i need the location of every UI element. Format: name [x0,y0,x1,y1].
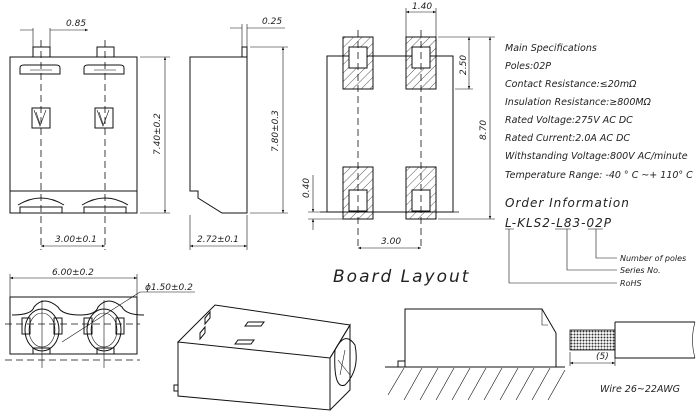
spec-line: Rated Current:2.0A AC DC [505,133,630,144]
specifications: Main Specifications Poles:02P Contact Re… [505,43,693,181]
spec-line: Temperature Range: -40 ° C ~+ 110° C [505,170,693,181]
wire-label: Wire 26~22AWG [600,384,680,395]
dim-front-pitch: 3.00±0.1 [55,235,97,245]
order-legend-series: Series No. [620,266,661,275]
stripped-wire [569,329,616,351]
spec-line: Insulation Resistance:≥800MΩ [505,97,652,108]
specs-title: Main Specifications [505,43,597,54]
dim-front-height: 7.40±0.2 [153,113,163,155]
dim-hole-diameter: ϕ1.50±0.2 [145,283,193,293]
wire-insulation [614,321,695,359]
isometric-view [173,304,357,411]
order-code: L-KLS2-L83-02P [505,216,612,230]
dim-pad-width: 1.40 [412,2,432,12]
dim-pad-length: 2.50 [459,55,469,75]
dim-side-depth: 2.72±0.1 [197,235,239,245]
side-view: 0.25 7.80±0.3 2.72±0.1 [189,17,288,250]
order-title: Order Information [505,196,630,210]
board-layout-title: Board Layout [333,267,470,287]
board-layout: 1.40 2.50 8.70 0.40 3.00 Board Layout [302,2,495,287]
spec-line: Withstanding Voltage:800V AC/minute [505,151,688,162]
dim-strip-length: (5) [596,352,609,362]
order-legend-poles: Number of poles [620,254,686,263]
order-legend-rohs: RoHS [620,279,642,288]
top-view: 6.00±0.2 ϕ1.50±0.2 [5,268,195,368]
installation-view: (5) Wire 26~22AWG [385,308,696,401]
order-information: Order Information L-KLS2-L83-02P Number … [505,196,686,288]
dim-pin-width: 0.85 [66,19,86,29]
spec-line: Contact Resistance:≤20mΩ [505,79,637,90]
dim-side-tab: 0.25 [262,17,282,27]
front-view: 0.85 7.40±0.2 3.00±0.1 [9,19,170,250]
dim-pad-span: 8.70 [479,120,489,140]
dim-top-width: 6.00±0.2 [52,268,94,278]
ground-hatch [387,367,566,401]
spec-line: Poles:02P [505,61,551,72]
dim-side-height: 7.80±0.3 [271,110,281,152]
dim-pad-offset: 0.40 [302,178,312,198]
dim-pad-pitch: 3.00 [381,237,401,247]
spec-line: Rated Voltage:275V AC DC [505,115,633,126]
